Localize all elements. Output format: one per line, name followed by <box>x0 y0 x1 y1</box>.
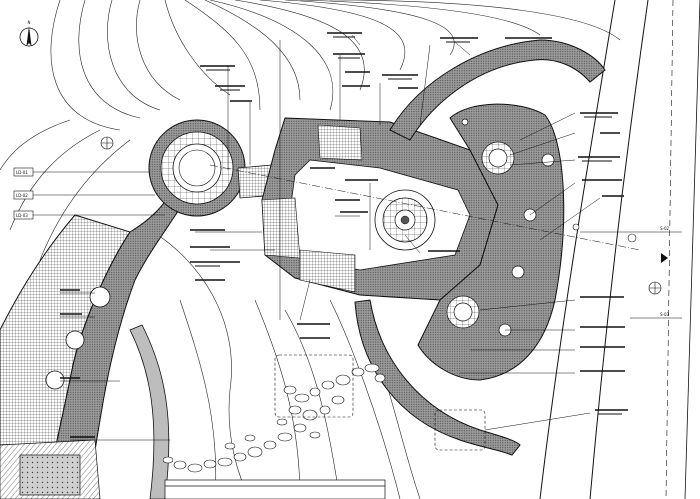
building-block <box>0 439 386 499</box>
lower-left-path <box>129 324 170 499</box>
section-tags-right: S-02 S-03 <box>627 226 682 319</box>
shrub-symbols <box>100 136 662 295</box>
upper-curved-walkway <box>389 39 606 141</box>
rock-garden <box>162 363 386 473</box>
lower-curved-walkway <box>354 299 521 456</box>
leader-lines <box>33 34 630 441</box>
plaza-grid-band-south <box>299 249 356 293</box>
fountain <box>374 189 436 251</box>
section-tag-s-02: S-02 <box>660 226 670 231</box>
section-tags-left: LD-01 LD-02 LD-03 <box>13 167 34 220</box>
section-tag-ld-01: LD-01 <box>16 170 28 175</box>
tree-planters <box>446 118 555 337</box>
north-label: N <box>28 20 31 25</box>
section-tag-ld-03: LD-03 <box>16 213 28 218</box>
round-plaza-left <box>148 119 246 217</box>
section-tag-ld-02: LD-02 <box>16 193 28 198</box>
road-edges <box>539 0 700 499</box>
left-walkway-bays <box>45 286 111 390</box>
dashed-zones <box>274 354 486 451</box>
section-tag-s-03: S-03 <box>660 312 670 317</box>
annotation-labels <box>60 32 628 438</box>
section-cut-line <box>209 164 641 251</box>
north-arrow-icon: N <box>19 20 39 47</box>
plaza-grid-band-north <box>317 124 363 161</box>
plaza-grid-band-west <box>261 197 301 259</box>
